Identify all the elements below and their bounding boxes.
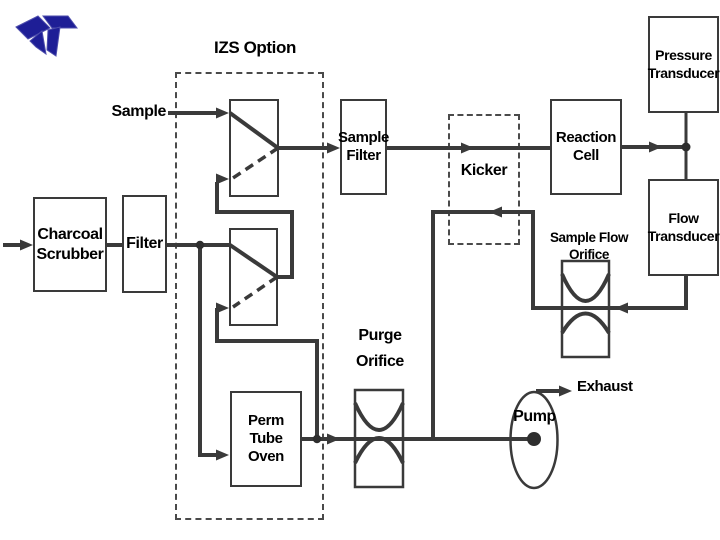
purge-orifice-label-line1: Purge	[358, 327, 402, 344]
sample-filter-label-line2: Filter	[346, 147, 381, 164]
pump-label: Pump	[513, 408, 556, 425]
sample-flow-orifice-symbol	[560, 259, 611, 359]
sample-filter-box: Sample Filter	[338, 99, 389, 195]
perm-tube-oven-label-line2: Oven	[248, 448, 284, 466]
perm-tube-oven-label-line1: Perm Tube	[248, 411, 284, 447]
purge-orifice-label: Purge Orifice	[338, 323, 422, 375]
arrowhead	[20, 239, 33, 251]
flow-transducer-label-line1: Flow	[668, 210, 699, 227]
purge-orifice-label-line2: Orifice	[356, 353, 404, 370]
charcoal-scrubber-box: Charcoal Scrubber	[33, 197, 107, 292]
charcoal-scrubber-label-line1: Charcoal	[37, 225, 103, 243]
pump-center-dot	[527, 432, 541, 446]
pressure-transducer-label-line1: Pressure	[655, 47, 712, 64]
arrowhead	[615, 302, 628, 314]
pressure-transducer-box: Pressure Transducer	[647, 16, 720, 113]
kicker-label: Kicker	[460, 162, 508, 179]
reaction-cell-label-line1: Reaction	[555, 128, 617, 146]
charcoal-scrubber-label-line2: Scrubber	[36, 245, 104, 263]
flow-transducer-label-line2: Transducer	[647, 227, 720, 244]
arrowhead	[649, 141, 662, 153]
izs-option-label: IZS Option	[214, 38, 296, 57]
flow-transducer-box: Flow Transducer	[647, 179, 720, 276]
izs-option-dashed-region	[175, 72, 324, 520]
sample-filter-label-line1: Sample	[338, 128, 389, 146]
sample-label: Sample	[111, 103, 166, 120]
teledyne-logo-icon	[15, 15, 78, 57]
reaction-cell-label-line2: Cell	[573, 147, 599, 164]
pressure-transducer-label-line2: Transducer	[647, 64, 720, 81]
reaction-cell-box: Reaction Cell	[550, 99, 622, 195]
perm-tube-oven-box: Perm Tube Oven	[230, 391, 302, 487]
purge-orifice-symbol	[353, 388, 405, 489]
filter-label: Filter	[126, 235, 163, 253]
arrowhead	[559, 385, 572, 397]
arrowhead	[327, 433, 340, 445]
exhaust-label: Exhaust	[577, 378, 633, 395]
filter-box: Filter	[122, 195, 167, 293]
sample-flow-orifice-label: Sample Flow Orifice	[549, 230, 629, 262]
junction-dot	[681, 142, 691, 152]
